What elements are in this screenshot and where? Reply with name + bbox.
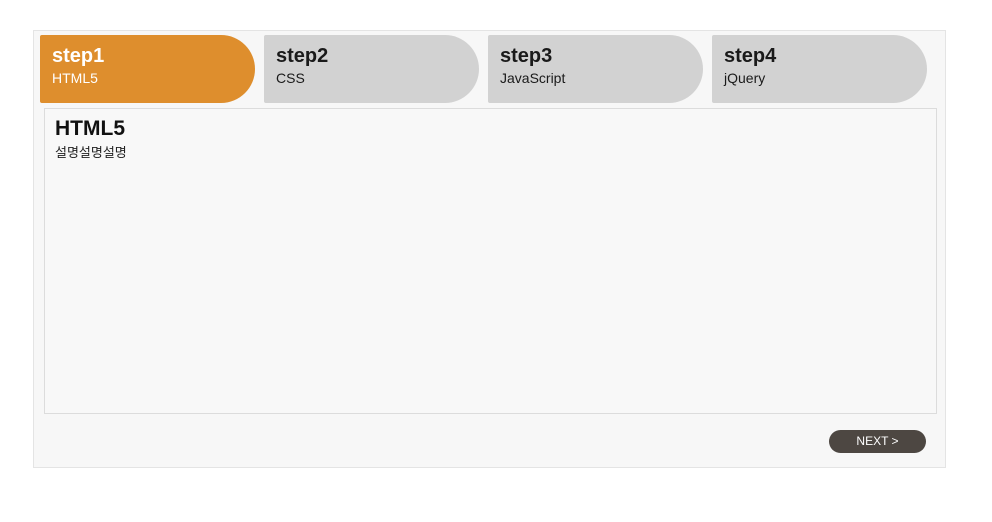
wizard-container: step1 HTML5 step2 CSS step3 JavaScript s… [33,30,946,468]
tab-step3[interactable]: step3 JavaScript [488,35,703,103]
content-title: HTML5 [55,117,125,140]
tab-step4-title: step4 [724,45,777,67]
step-tabs: step1 HTML5 step2 CSS step3 JavaScript s… [40,35,927,103]
tab-step3-title: step3 [500,45,553,67]
tab-step4[interactable]: step4 jQuery [712,35,927,103]
content-description: 설명설명설명 [55,145,127,160]
tab-step3-label: JavaScript [500,70,566,86]
tab-step1-title: step1 [52,45,105,67]
tab-step2-title: step2 [276,45,329,67]
tab-step1-label: HTML5 [52,70,98,86]
next-button[interactable]: NEXT > [829,430,926,453]
tab-step2[interactable]: step2 CSS [264,35,479,103]
tab-step4-label: jQuery [724,70,766,86]
tab-step2-label: CSS [276,70,305,86]
tab-step1[interactable]: step1 HTML5 [40,35,255,103]
step-content-panel: HTML5 설명설명설명 [44,108,937,414]
